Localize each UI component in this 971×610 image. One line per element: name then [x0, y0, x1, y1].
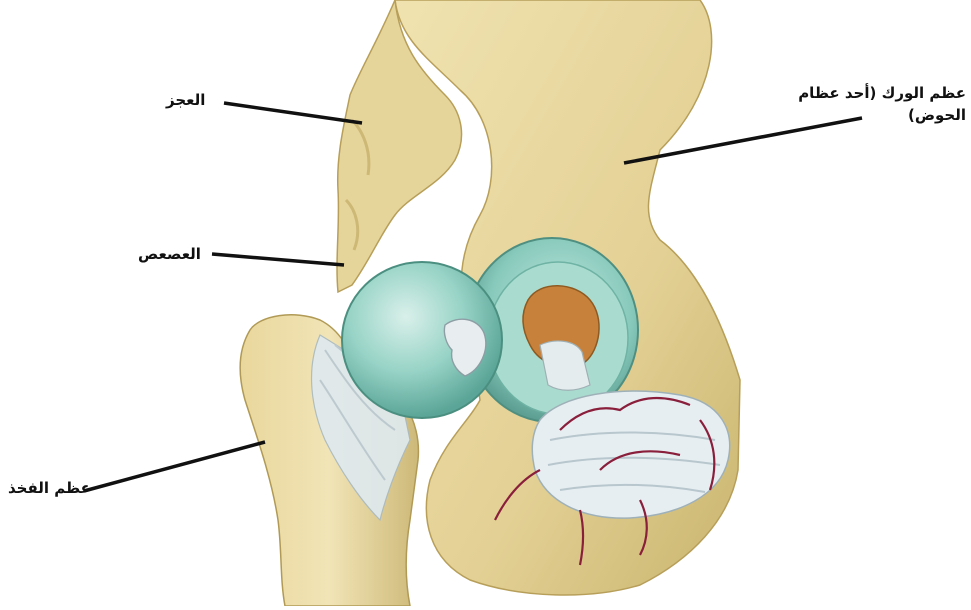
coccyx-label: العصعص	[138, 243, 201, 265]
femur-label: عظم الفخذ	[8, 477, 91, 499]
sacrum-leader-line	[224, 103, 362, 123]
sacrum-label: العجز	[166, 89, 205, 111]
femur-leader-line	[84, 442, 265, 491]
hip-bone-label: عظم الورك (أحد عظام الحوض)	[798, 82, 966, 126]
coccyx-leader-line	[212, 254, 344, 265]
